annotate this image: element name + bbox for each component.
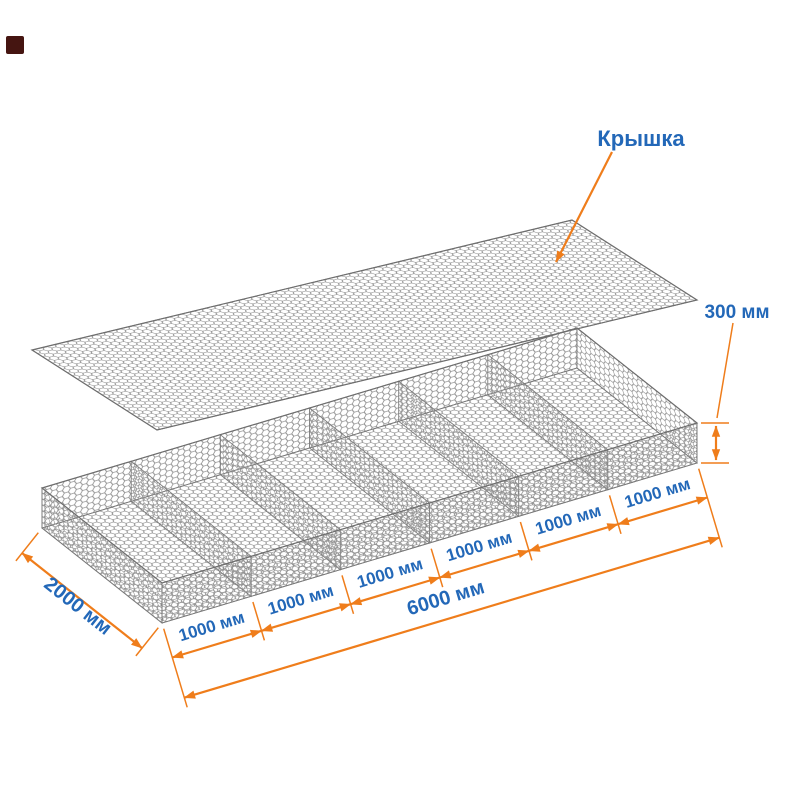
- dim-height-300: 300 мм: [701, 302, 770, 464]
- dim-segment-1000-6: [617, 496, 708, 526]
- dim-length-tick-2: [341, 575, 355, 615]
- corner-logo: [6, 36, 24, 54]
- dim-length-tick-0: [162, 628, 188, 708]
- dim-width-arrow: [21, 552, 143, 649]
- dim-length-tick-1: [252, 601, 266, 641]
- dim-length-tick-5: [608, 495, 622, 535]
- dim-width-label: 2000 мм: [40, 573, 116, 640]
- dim-length-tick-6: [697, 468, 723, 548]
- lid-outline: [30, 219, 699, 431]
- box-top-rim: [40, 327, 699, 584]
- dim-height-label: 300 мм: [704, 302, 769, 323]
- dim-length-tick-4: [519, 521, 533, 561]
- lid-pointer-arrow: [555, 151, 613, 263]
- dim-width-tick-2: [135, 627, 159, 657]
- dim-total-label: 6000 мм: [404, 576, 487, 620]
- lid-mesh: [30, 219, 699, 431]
- dim-height-leader: [716, 322, 734, 419]
- lid-label: Крышка: [597, 126, 685, 151]
- dim-length-tick-3: [430, 548, 444, 588]
- dim-width-tick-1: [15, 532, 39, 562]
- dim-total-6000-arrow: [183, 536, 720, 699]
